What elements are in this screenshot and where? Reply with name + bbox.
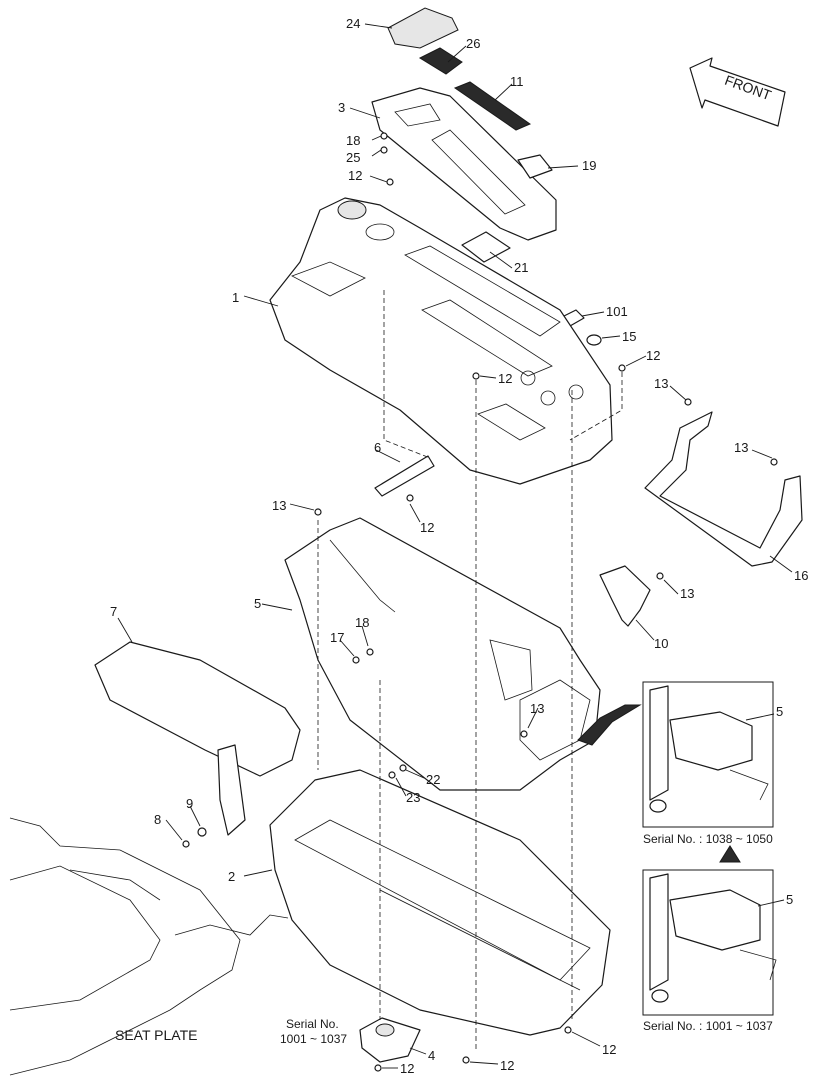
callout-13: 13 — [680, 586, 694, 601]
callout-17: 17 — [330, 630, 344, 645]
callout-21: 21 — [514, 260, 528, 275]
part-26-plate — [418, 47, 463, 75]
part-4-mount — [359, 1017, 421, 1063]
serial-note-line1: Serial No. — [286, 1017, 339, 1031]
seat-plate-frame — [9, 817, 289, 1076]
inset-arrow — [577, 704, 642, 746]
callout-10: 10 — [654, 636, 668, 651]
part-16-frame — [644, 411, 803, 567]
callout-12: 12 — [420, 520, 434, 535]
callout-8: 8 — [154, 812, 161, 827]
seat-plate-label: SEAT PLATE — [115, 1027, 197, 1043]
callout-11: 11 — [510, 74, 524, 89]
callout-7: 7 — [110, 604, 117, 619]
part-19-bracket — [517, 154, 553, 179]
part-3-top-cover — [371, 87, 557, 241]
callout-24: 24 — [346, 16, 360, 31]
leader-lines — [117, 23, 793, 1069]
callout-25: 25 — [346, 150, 360, 165]
callout-12: 12 — [646, 348, 660, 363]
part-1-console-body — [269, 197, 613, 485]
callout-9: 9 — [186, 796, 193, 811]
callout-4: 4 — [428, 1048, 435, 1063]
part-24-lid — [387, 7, 459, 49]
callout-6: 6 — [374, 440, 381, 455]
inset-bottom — [642, 869, 777, 1016]
callout-13: 13 — [530, 701, 544, 716]
callout-16: 16 — [794, 568, 808, 583]
callout-5: 5 — [254, 596, 261, 611]
callout-26: 26 — [466, 36, 480, 51]
callout-101: 101 — [606, 304, 628, 319]
inset-top-caption: Serial No. : 1038 ~ 1050 — [643, 832, 773, 846]
part-6-bracket — [374, 455, 435, 497]
callout-13: 13 — [272, 498, 286, 513]
front-direction-arrow: FRONT — [689, 57, 786, 127]
part-15-cap — [586, 334, 602, 346]
serial-note-line2: 1001 ~ 1037 — [280, 1032, 347, 1046]
callout-2: 2 — [228, 869, 235, 884]
callout-15: 15 — [622, 329, 636, 344]
fasteners — [182, 132, 778, 1072]
callout-numbers: 24 26 11 3 18 25 19 12 21 1 101 15 12 12… — [110, 16, 808, 1076]
inset-triangle — [719, 845, 741, 863]
part-10-bracket — [599, 565, 651, 627]
callout-12: 12 — [498, 371, 512, 386]
callout-22: 22 — [426, 772, 440, 787]
part-7-armrest — [94, 641, 301, 836]
callout-19: 19 — [582, 158, 596, 173]
inset-top — [642, 681, 774, 828]
callout-5: 5 — [776, 704, 783, 719]
part-5-main-frame — [284, 517, 601, 791]
callout-3: 3 — [338, 100, 345, 115]
callout-12: 12 — [348, 168, 362, 183]
callout-13: 13 — [654, 376, 668, 391]
callout-12: 12 — [602, 1042, 616, 1057]
callout-1: 1 — [232, 290, 239, 305]
callout-12: 12 — [400, 1061, 414, 1076]
part-21-plate — [461, 231, 511, 263]
alignment-lines — [317, 290, 623, 1050]
callout-18: 18 — [346, 133, 360, 148]
inset-bottom-caption: Serial No. : 1001 ~ 1037 — [643, 1019, 773, 1033]
callout-12: 12 — [500, 1058, 514, 1073]
part-2-lower-tray — [269, 769, 611, 1036]
callout-13: 13 — [734, 440, 748, 455]
part-11-strip — [453, 81, 532, 131]
callout-23: 23 — [406, 790, 420, 805]
callout-5: 5 — [786, 892, 793, 907]
callout-18: 18 — [355, 615, 369, 630]
